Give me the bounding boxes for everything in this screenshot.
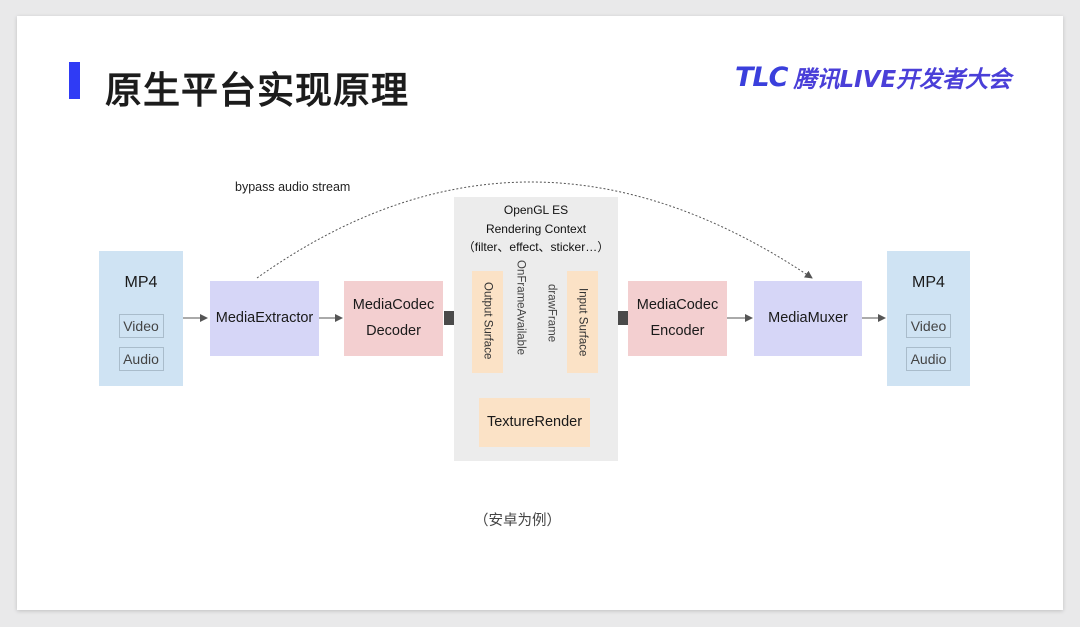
encoder-label-line2: Encoder xyxy=(650,322,705,339)
source-audio-track: Audio xyxy=(118,347,164,371)
caption: （安卓为例） xyxy=(474,513,561,529)
media-extractor-label: MediaExtractor xyxy=(215,309,314,326)
gl-context-title: OpenGL ES Rendering Context （filter、effe… xyxy=(454,201,618,257)
target-video-track: Video xyxy=(906,314,951,338)
target-mp4-title: MP4 xyxy=(912,274,945,291)
source-video-track: Video xyxy=(118,314,164,338)
tlc-logo: TLC 腾讯LIVE开发者大会 xyxy=(735,60,1011,94)
page-title: 原生平台实现原理 xyxy=(105,69,409,112)
texture-render-label: TextureRender xyxy=(486,413,583,430)
title-accent-bar xyxy=(69,62,80,99)
decoder-box: MediaCodec Decoder xyxy=(344,281,443,356)
encoder-label-line1: MediaCodec xyxy=(636,297,719,314)
decoder-gl-connector xyxy=(444,311,454,325)
encoder-box: MediaCodec Encoder xyxy=(628,281,727,356)
output-surface-box xyxy=(472,271,503,373)
media-muxer-box: MediaMuxer xyxy=(754,281,862,356)
source-mp4-title: MP4 xyxy=(124,274,158,291)
target-audio-track: Audio xyxy=(906,347,951,371)
decoder-label-line1: MediaCodec xyxy=(352,297,435,314)
bypass-arc xyxy=(256,181,813,279)
decoder-label-line2: Decoder xyxy=(366,322,421,339)
logo-mark: TLC xyxy=(735,61,788,93)
gl-encoder-connector xyxy=(618,311,628,325)
gl-title-line1: OpenGL ES xyxy=(503,203,569,217)
on-frame-available-label: OnFrameAvailable xyxy=(514,260,527,356)
logo-text: 腾讯LIVE开发者大会 xyxy=(793,67,1012,93)
bypass-label: bypass audio stream xyxy=(235,180,351,194)
media-extractor-box: MediaExtractor xyxy=(210,281,319,356)
draw-frame-label: drawFrame xyxy=(545,284,558,343)
media-muxer-label: MediaMuxer xyxy=(768,309,848,326)
texture-render-box: TextureRender xyxy=(479,398,590,447)
source-mp4-box: MP4 Video Audio xyxy=(99,251,183,386)
slide: 原生平台实现原理 TLC 腾讯LIVE开发者大会 bypass audio st… xyxy=(17,16,1063,610)
gl-title-line2: Rendering Context xyxy=(485,221,587,236)
input-surface-label: Input Surface xyxy=(576,288,589,357)
input-surface-box xyxy=(567,271,598,373)
gl-title-line3: （filter、effect、sticker…） xyxy=(462,240,610,255)
target-mp4-box: MP4 Video Audio xyxy=(887,251,970,386)
output-surface-label: Output Surface xyxy=(481,282,494,360)
